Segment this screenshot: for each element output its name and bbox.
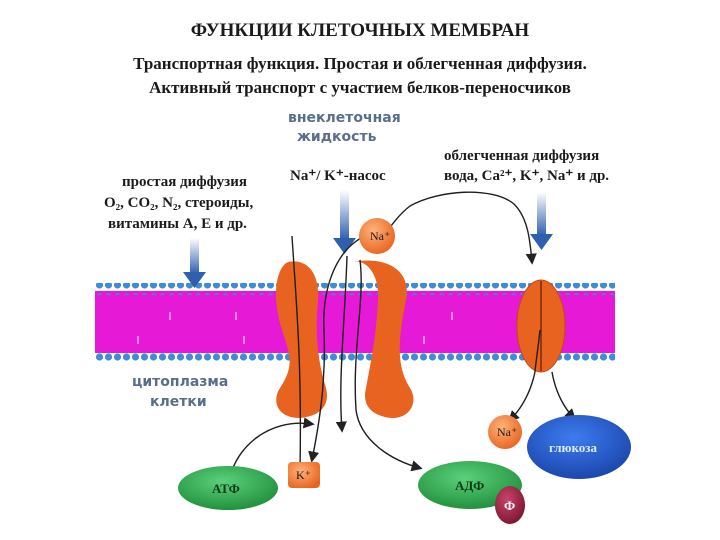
subtitle-line-2: Активный транспорт с участием белков-пер… [149,78,571,97]
facilitated-label-2: вода, Ca²⁺, K⁺, Na⁺ и др. [444,168,609,184]
cytoplasm-label-2: клетки [150,394,207,410]
cytoplasm-label-1: цитоплазма [132,374,228,390]
transport-curves [229,191,576,479]
svg-text:Ф: Ф [504,498,515,513]
phosphate-ball: Ф [495,486,525,524]
pump-label: Na⁺/ K⁺-насос [290,168,386,184]
extracellular-label-1: внеклеточная [288,110,401,126]
svg-text:АДФ: АДФ [455,478,484,493]
extracellular-label-2: жидкость [297,129,377,145]
sodium-potassium-pump [276,260,414,418]
page-title: ФУНКЦИИ КЛЕТОЧНЫХ МЕМБРАН [190,20,530,41]
svg-text:АТФ: АТФ [212,481,240,496]
lipid-bilayer [95,283,615,362]
subtitle-line-1: Транспортная функция. Простая и облегчен… [133,54,587,73]
atp-oval: АТФ [178,466,278,510]
lipid-tail-marks [137,312,453,344]
channel-protein [516,279,566,373]
sodium-ion-top: Na⁺ [359,218,395,254]
facilitated-label-1: облегченная диффузия [444,148,599,164]
glucose-oval: глюкоза [527,415,631,479]
adp-oval: АДФ [418,461,522,509]
svg-text:глюкоза: глюкоза [549,440,598,455]
simple-diffusion-label-1: простая диффузия [122,174,247,190]
svg-text:Na⁺: Na⁺ [370,229,390,243]
svg-text:K⁺: K⁺ [296,468,311,482]
potassium-ion: K⁺ [288,462,320,488]
sodium-ion-bottom: Na⁺ [488,415,522,449]
diffusion-arrows [183,190,553,288]
svg-text:Na⁺: Na⁺ [497,425,517,439]
simple-diffusion-label-2: O₂, CO₂, N₂, стероиды, [104,195,253,211]
simple-diffusion-label-3: витамины А, Е и др. [108,216,247,232]
